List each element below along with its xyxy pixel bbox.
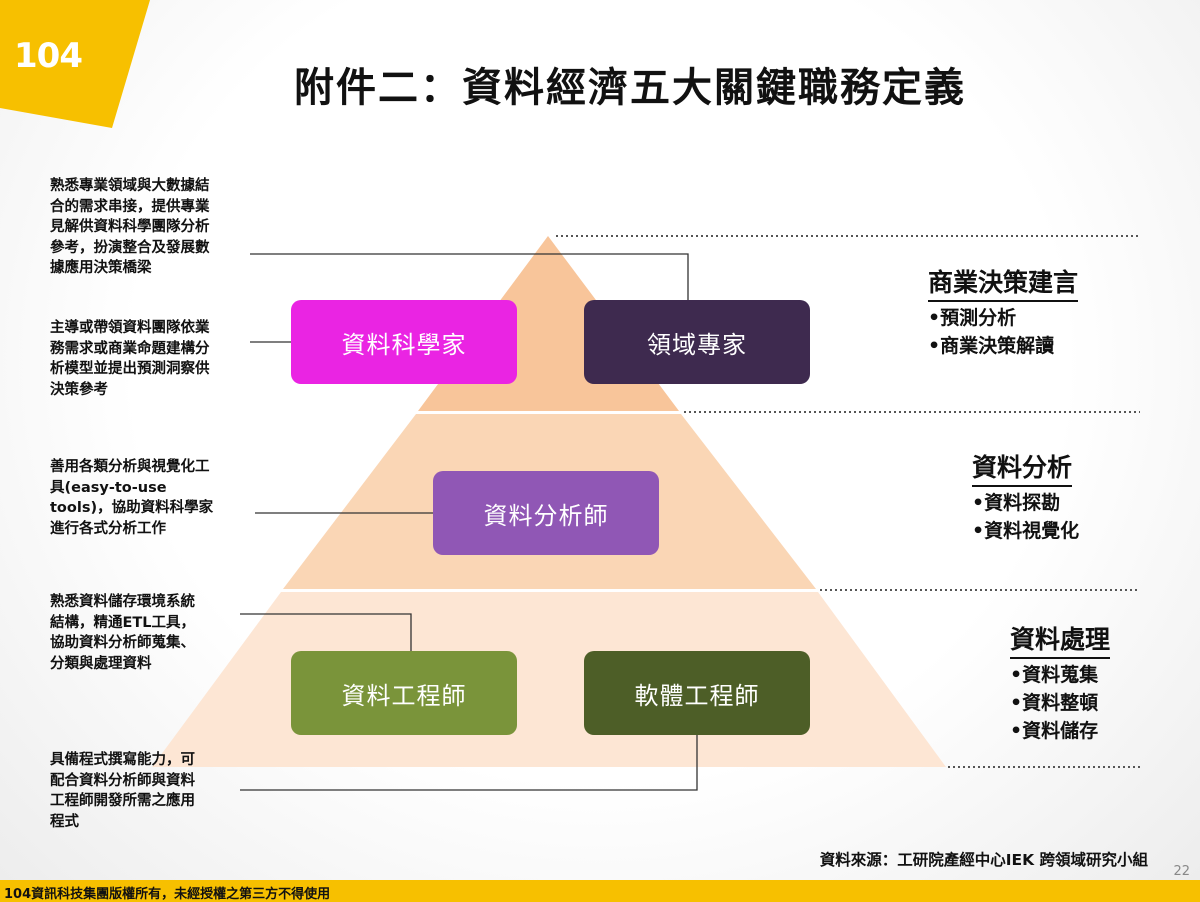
logo-shape — [0, 0, 150, 128]
description-line: 參考，扮演整合及發展數 — [50, 239, 210, 256]
description-line: 決策參考 — [50, 381, 108, 398]
description-line: 結構，精通ETL工具， — [50, 614, 196, 631]
description-line: 分類與處理資料 — [50, 655, 152, 672]
description-line: 具備程式撰寫能力，可 — [50, 752, 195, 768]
description-line: 熟悉專業領域與大數據結 — [50, 178, 210, 194]
pyramid-diagram — [152, 235, 1140, 791]
description-data-scientist: 主導或帶領資料團隊依業 務需求或商業命題建構分 析模型並提出預測洞察供 決策參考 — [50, 318, 210, 400]
description-line: 熟悉資料儲存環境系統 — [50, 594, 195, 610]
source-note: 資料來源：工研院產經中心IEK 跨領域研究小組 — [819, 851, 1148, 869]
category-item: •資料蒐集 — [1010, 664, 1099, 686]
role-software-engineer: 軟體工程師 — [584, 651, 810, 735]
description-line: 協助資料分析師蒐集、 — [50, 635, 195, 651]
category-item: •資料探勘 — [972, 492, 1061, 514]
role-data-scientist: 資料科學家 — [291, 300, 517, 384]
connector-software-engineer — [240, 735, 698, 791]
description-line: 配合資料分析師與資料 — [50, 772, 195, 789]
role-label: 軟體工程師 — [634, 681, 760, 710]
logo: 104 — [14, 36, 83, 76]
description-line: 見解供資料科學團隊分析 — [50, 219, 210, 235]
category-item: •預測分析 — [928, 307, 1017, 329]
description-line: 合的需求串接，提供專業 — [50, 198, 210, 215]
category-title: 商業決策建言 — [928, 263, 1079, 302]
connector-data-engineer — [240, 613, 412, 652]
connector-domain-expert — [250, 253, 689, 300]
category-business: 商業決策建言 •預測分析 •商業決策解讀 — [928, 263, 1079, 360]
description-line: 善用各類分析與視覺化工 — [50, 459, 210, 475]
footer-bar: 104資訊科技集團版權所有，未經授權之第三方不得使用 — [0, 880, 1200, 902]
description-line: 具(easy-to-use — [50, 479, 167, 496]
description-line: 主導或帶領資料團隊依業 — [50, 320, 210, 336]
description-domain-expert: 熟悉專業領域與大數據結 合的需求串接，提供專業 見解供資料科學團隊分析 參考，扮… — [50, 176, 210, 279]
category-processing: 資料處理 •資料蒐集 •資料整頓 •資料儲存 — [1010, 620, 1111, 745]
category-title: 資料處理 — [1010, 620, 1111, 659]
category-analysis: 資料分析 •資料探勘 •資料視覺化 — [972, 448, 1079, 545]
description-software-engineer: 具備程式撰寫能力，可 配合資料分析師與資料 工程師開發所需之應用 程式 — [50, 750, 195, 832]
description-line: 析模型並提出預測洞察供 — [50, 361, 210, 377]
description-line: 務需求或商業命題建構分 — [50, 340, 210, 357]
description-line: 據應用決策橋梁 — [50, 260, 152, 276]
category-item: •資料視覺化 — [972, 520, 1080, 542]
description-line: tools)，協助資料科學家 — [50, 500, 214, 516]
role-label: 資料科學家 — [341, 330, 467, 359]
role-label: 資料分析師 — [483, 501, 609, 530]
role-data-analyst: 資料分析師 — [433, 471, 659, 555]
role-data-engineer: 資料工程師 — [291, 651, 517, 735]
page-title: 附件二：資料經濟五大關鍵職務定義 — [294, 65, 966, 111]
role-domain-expert: 領域專家 — [584, 300, 810, 384]
description-line: 工程師開發所需之應用 — [50, 793, 195, 809]
category-item: •商業決策解讀 — [928, 335, 1055, 357]
description-data-analyst: 善用各類分析與視覺化工 具(easy-to-use tools)，協助資料科學家… — [50, 457, 213, 539]
description-line: 程式 — [50, 813, 79, 830]
description-data-engineer: 熟悉資料儲存環境系統 結構，精通ETL工具， 協助資料分析師蒐集、 分類與處理資… — [50, 592, 195, 674]
role-label: 領域專家 — [647, 330, 747, 359]
copyright-text: 104資訊科技集團版權所有，未經授權之第三方不得使用 — [4, 887, 331, 902]
category-item: •資料整頓 — [1010, 692, 1099, 714]
description-line: 進行各式分析工作 — [50, 520, 166, 537]
role-label: 資料工程師 — [341, 681, 467, 710]
pyramid-tier-bottom — [152, 592, 946, 767]
page-number: 22 — [1173, 864, 1190, 879]
category-item: •資料儲存 — [1010, 720, 1099, 742]
category-title: 資料分析 — [972, 448, 1073, 487]
